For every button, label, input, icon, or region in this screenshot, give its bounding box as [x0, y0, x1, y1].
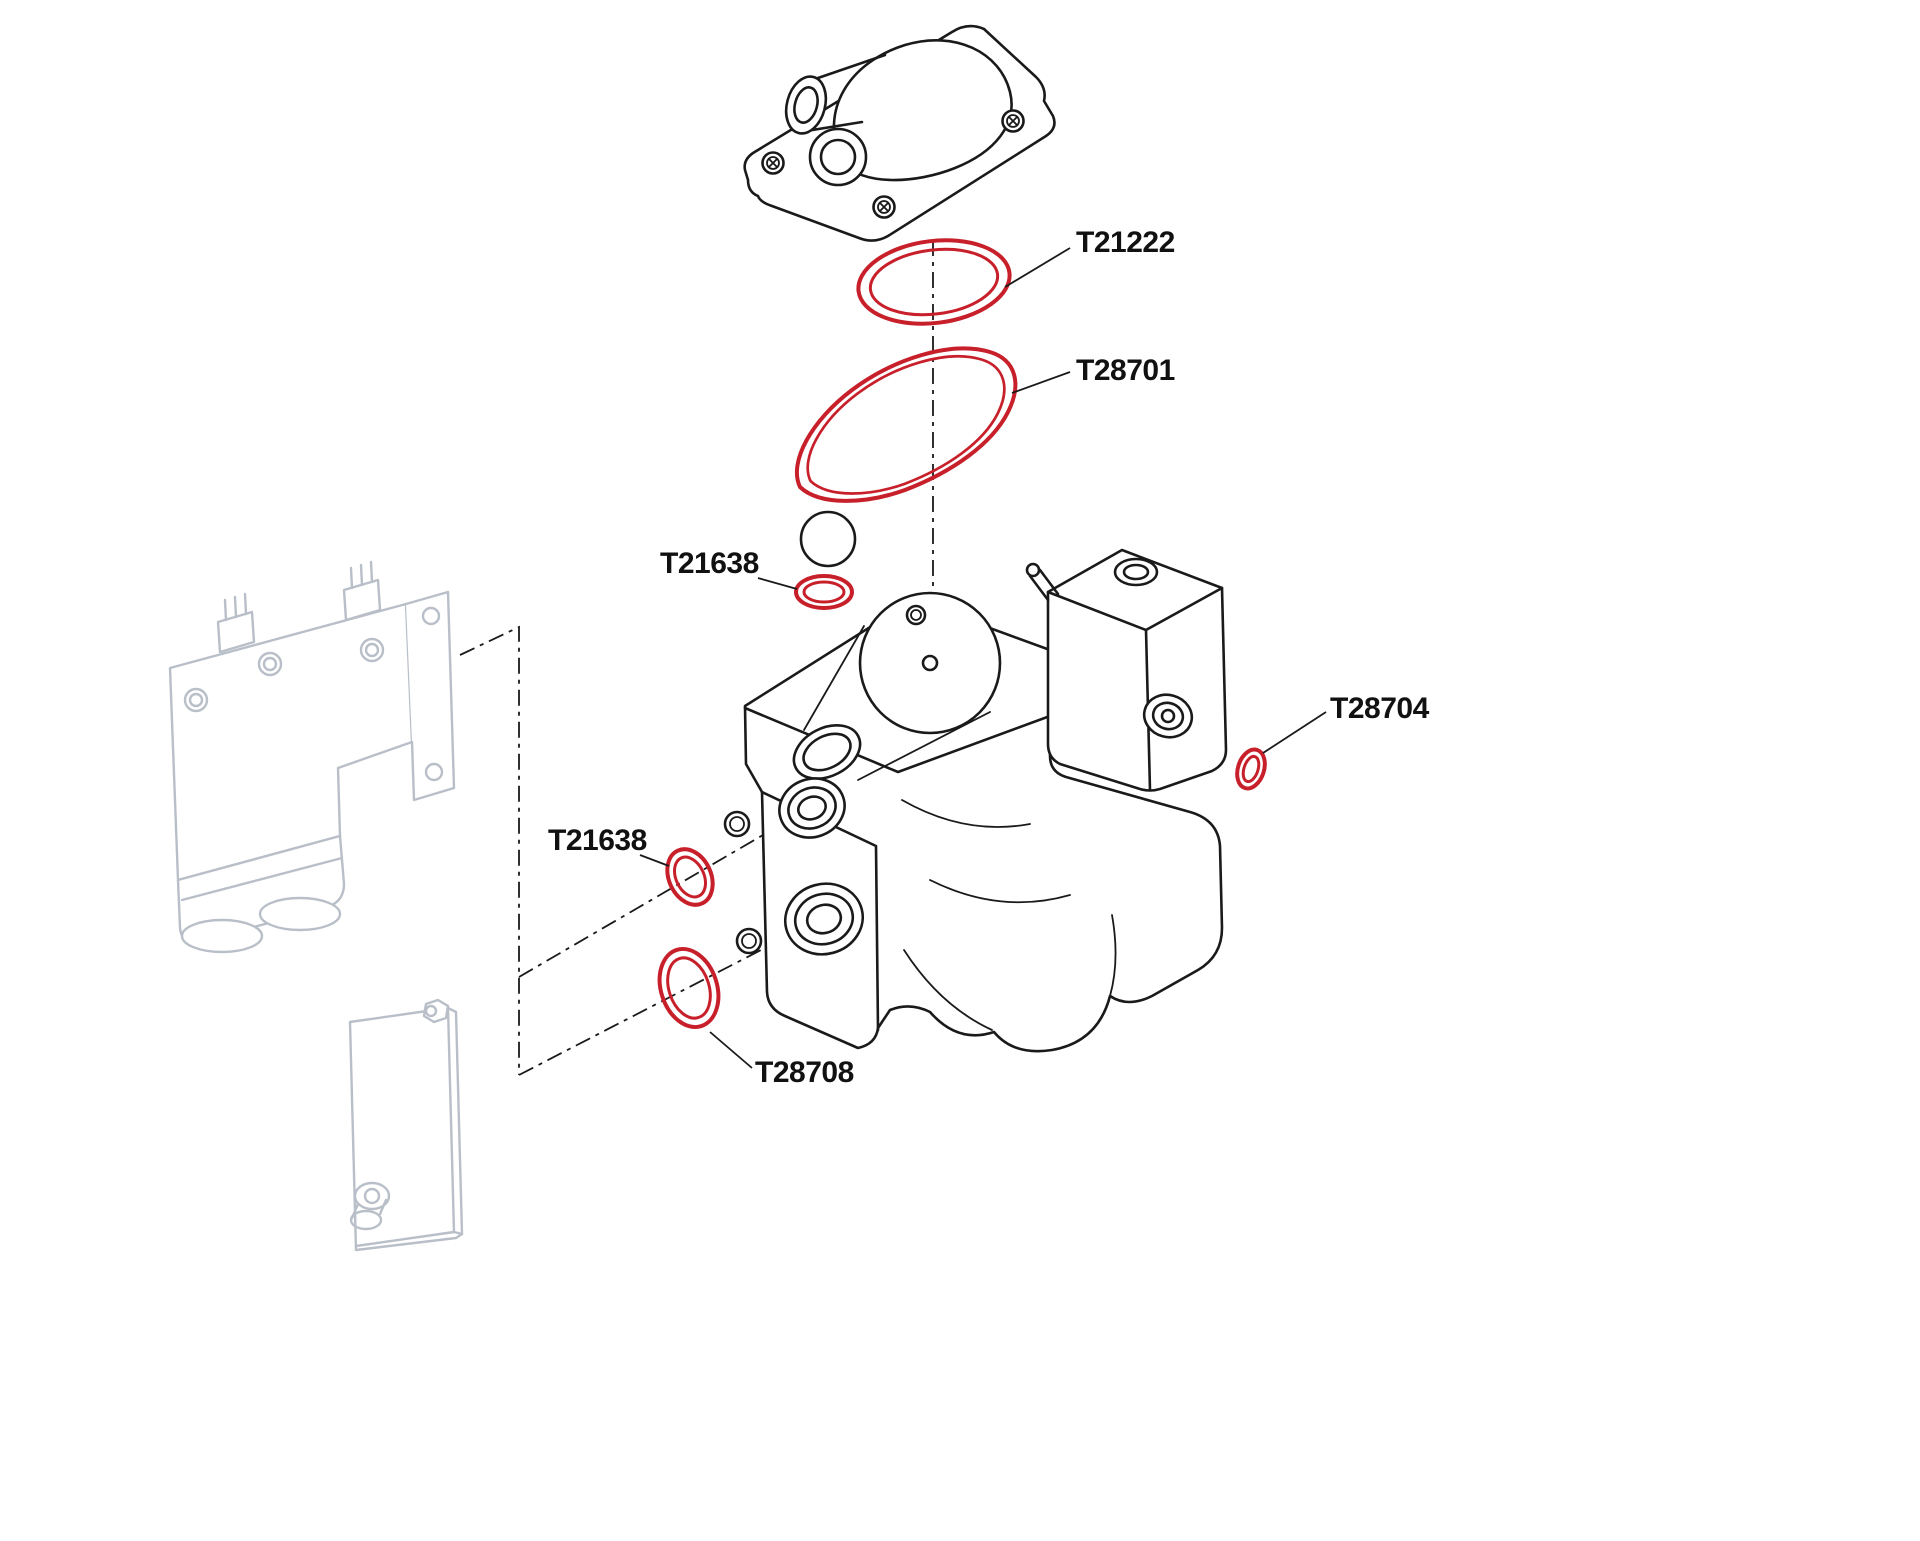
gasket-t28701 — [794, 346, 1018, 503]
solenoid-bracket — [404, 590, 456, 802]
front-lower-port — [783, 882, 865, 956]
teardrop-boss-lines — [803, 625, 991, 781]
cover-screw-2 — [872, 195, 896, 219]
o-ring-t21638-left — [665, 847, 715, 907]
tank-cap — [1113, 557, 1159, 587]
solenoid-foot-right — [258, 896, 342, 932]
pump-cover-part — [743, 24, 1056, 242]
cover-small-dome — [808, 127, 868, 187]
tank-vent-tube — [1028, 568, 1060, 602]
part-labels: T21222 T28701 T21638 T28704 T21638 T2870… — [548, 226, 1430, 1089]
connector-pins-right — [349, 560, 374, 590]
solenoid-connector-right — [342, 578, 382, 622]
leader-t21222 — [1004, 247, 1071, 288]
cover-dome — [832, 39, 1013, 182]
label-t28708: T28708 — [755, 1056, 854, 1089]
flange-bolt-1 — [723, 810, 751, 838]
pump-housing-part — [723, 510, 1228, 1053]
ghost-mounting-plate-part — [348, 998, 464, 1252]
plate-fitting — [353, 1181, 391, 1211]
check-ball — [799, 510, 857, 568]
leader-lines — [639, 247, 1327, 1069]
casting-contours — [901, 799, 1117, 1031]
tank-side-port — [1142, 693, 1194, 739]
leader-t28701 — [1011, 371, 1071, 394]
label-t28704: T28704 — [1330, 692, 1430, 725]
label-t21638-upper: T21638 — [660, 547, 759, 580]
mounting-plate — [348, 1006, 464, 1252]
cover-screw-1 — [761, 151, 785, 175]
o-ring-t28704 — [1235, 747, 1267, 791]
o-ring-t21222 — [856, 238, 1012, 326]
top-oval-opening — [792, 724, 862, 780]
top-face-screw — [905, 604, 927, 626]
label-t21222: T21222 — [1076, 226, 1175, 259]
o-ring-t28708 — [657, 946, 721, 1030]
leader-t21638-left — [639, 854, 670, 867]
o-ring-t21638-upper — [794, 574, 854, 610]
label-t28701: T28701 — [1076, 354, 1175, 387]
diaphragm-seat — [858, 591, 1002, 735]
leader-t28708 — [709, 1031, 753, 1069]
connector-pins-left — [223, 592, 248, 622]
label-t21638-left: T21638 — [548, 824, 647, 857]
ghost-solenoid-part — [168, 560, 456, 954]
left-construction-line — [459, 625, 520, 1075]
flange-bolt-2 — [735, 927, 763, 955]
leader-t28704 — [1262, 711, 1327, 754]
reservoir-tank — [1025, 548, 1228, 792]
front-upper-port — [778, 777, 846, 839]
solenoid-foot-left — [180, 918, 264, 954]
solenoid-connector-left — [216, 610, 256, 654]
cover-screw-3 — [1001, 109, 1025, 133]
leader-t21638-upper — [757, 577, 798, 590]
housing-top-edges — [743, 706, 1052, 774]
